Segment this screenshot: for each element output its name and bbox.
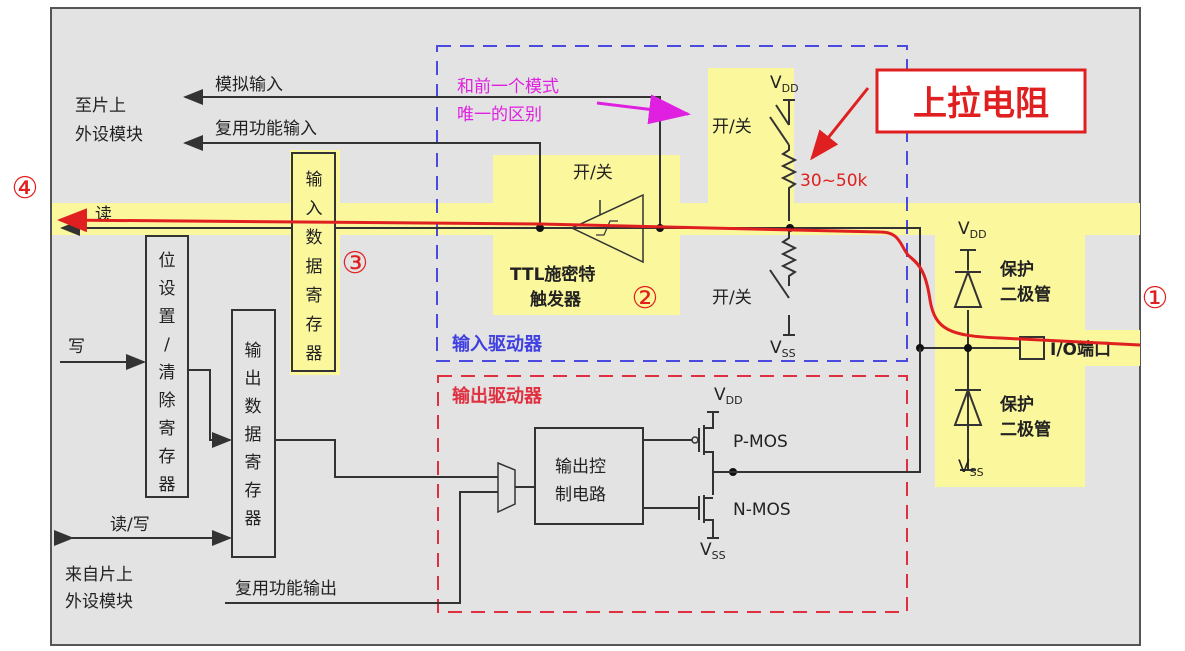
pull-up-switch-label: 开/关 xyxy=(712,117,752,137)
svg-text:据: 据 xyxy=(245,425,262,445)
io-pin xyxy=(1019,336,1045,360)
from-chip-label-1: 来自片上 xyxy=(65,565,133,585)
pull-up-down-network xyxy=(769,99,798,336)
svg-text:存: 存 xyxy=(306,315,323,335)
signal-path xyxy=(57,208,1141,347)
annotation-line-2: 唯一的区别 xyxy=(457,105,542,125)
svg-text:输: 输 xyxy=(306,170,323,190)
output-data-register-label: 输出 数据 寄存 器 xyxy=(245,341,262,529)
output-data-register xyxy=(231,309,276,558)
diode-vss-label: VSS xyxy=(958,457,984,479)
alt-output-wire xyxy=(225,491,498,604)
marker-2: ② xyxy=(632,281,659,316)
mos-vss-label: VSS xyxy=(700,540,726,562)
pull-up-callout xyxy=(875,68,1087,134)
svg-text:入: 入 xyxy=(306,199,323,219)
mos-transistors xyxy=(643,348,921,539)
input-data-register-label: 输入 数据 寄存 器 xyxy=(306,170,323,364)
diode-label-top-2: 二极管 xyxy=(1000,284,1051,305)
marker-3: ③ xyxy=(342,246,369,281)
output-driver-title: 输出驱动器 xyxy=(452,385,543,407)
svg-text:/: / xyxy=(164,335,170,355)
nmos-label: N-MOS xyxy=(733,500,791,520)
marker-4: ④ xyxy=(12,171,39,206)
annotation-arrow xyxy=(596,94,691,125)
pull-vss-label: VSS xyxy=(770,338,796,360)
marker-1: ① xyxy=(1142,281,1169,316)
alt-output-label: 复用功能输出 xyxy=(235,579,337,599)
svg-text:位: 位 xyxy=(159,251,176,271)
svg-text:器: 器 xyxy=(306,344,323,364)
input-data-register xyxy=(291,152,336,372)
svg-text:数: 数 xyxy=(306,228,323,248)
output-control-label-1: 输出控 xyxy=(555,457,606,477)
svg-text:器: 器 xyxy=(159,475,176,495)
svg-text:寄: 寄 xyxy=(159,419,176,439)
schmitt-label-2: 触发器 xyxy=(529,289,582,310)
svg-text:器: 器 xyxy=(245,509,262,529)
pull-down-switch-label: 开/关 xyxy=(712,288,752,308)
write-label: 写 xyxy=(68,337,85,357)
protection-diodes xyxy=(953,249,983,471)
svg-text:出: 出 xyxy=(245,369,262,389)
pull-vdd-label: VDD xyxy=(770,73,799,95)
highlight-areas xyxy=(52,68,1140,487)
mos-vdd-label: VDD xyxy=(714,385,743,407)
output-control-circuit xyxy=(534,427,644,525)
pmos-label: P-MOS xyxy=(733,432,788,452)
svg-text:置: 置 xyxy=(159,307,176,327)
read-label: 读 xyxy=(95,205,112,225)
to-chip-label-2: 外设模块 xyxy=(75,125,143,145)
diode-vdd-label: VDD xyxy=(958,219,987,241)
svg-text:寄: 寄 xyxy=(245,453,262,473)
svg-text:据: 据 xyxy=(306,257,323,277)
pull-up-callout-text: 上拉电阻 xyxy=(913,84,1049,124)
diode-label-top-1: 保护 xyxy=(999,259,1034,280)
callout-arrow xyxy=(810,87,870,161)
analog-input-label: 模拟输入 xyxy=(215,75,283,95)
input-driver-title: 输入驱动器 xyxy=(452,333,543,355)
alt-input-label: 复用功能输入 xyxy=(215,119,317,139)
pull-resistor-value: 30~50k xyxy=(800,171,868,191)
mux-icon xyxy=(497,461,516,514)
schmitt-trigger-icon xyxy=(570,193,644,264)
svg-text:清: 清 xyxy=(159,363,176,383)
to-chip-label-1: 至片上 xyxy=(75,96,126,116)
svg-text:存: 存 xyxy=(245,481,262,501)
bit-set-reset-register xyxy=(145,235,189,498)
output-driver-box xyxy=(437,375,908,613)
svg-text:输: 输 xyxy=(245,341,262,361)
read-wire xyxy=(60,220,921,348)
alt-input-wire xyxy=(183,135,541,228)
schmitt-switch-label: 开/关 xyxy=(573,163,613,183)
diode-label-bottom-1: 保护 xyxy=(999,394,1034,415)
svg-text:设: 设 xyxy=(159,279,176,299)
schmitt-label-1: TTL施密特 xyxy=(510,264,595,285)
svg-text:寄: 寄 xyxy=(306,286,323,306)
input-driver-box xyxy=(436,45,908,362)
output-control-label-2: 制电路 xyxy=(555,485,606,505)
svg-text:存: 存 xyxy=(159,447,176,467)
read-write-label: 读/写 xyxy=(110,515,150,535)
svg-text:数: 数 xyxy=(245,397,262,417)
from-chip-label-2: 外设模块 xyxy=(65,592,133,612)
bit-set-reset-label: 位设 置 / 清除 寄存 器 xyxy=(159,251,176,495)
output-data-wire xyxy=(275,439,498,478)
svg-text:除: 除 xyxy=(159,391,176,411)
diode-label-bottom-2: 二极管 xyxy=(1000,419,1051,440)
annotation-line-1: 和前一个模式 xyxy=(457,77,559,97)
